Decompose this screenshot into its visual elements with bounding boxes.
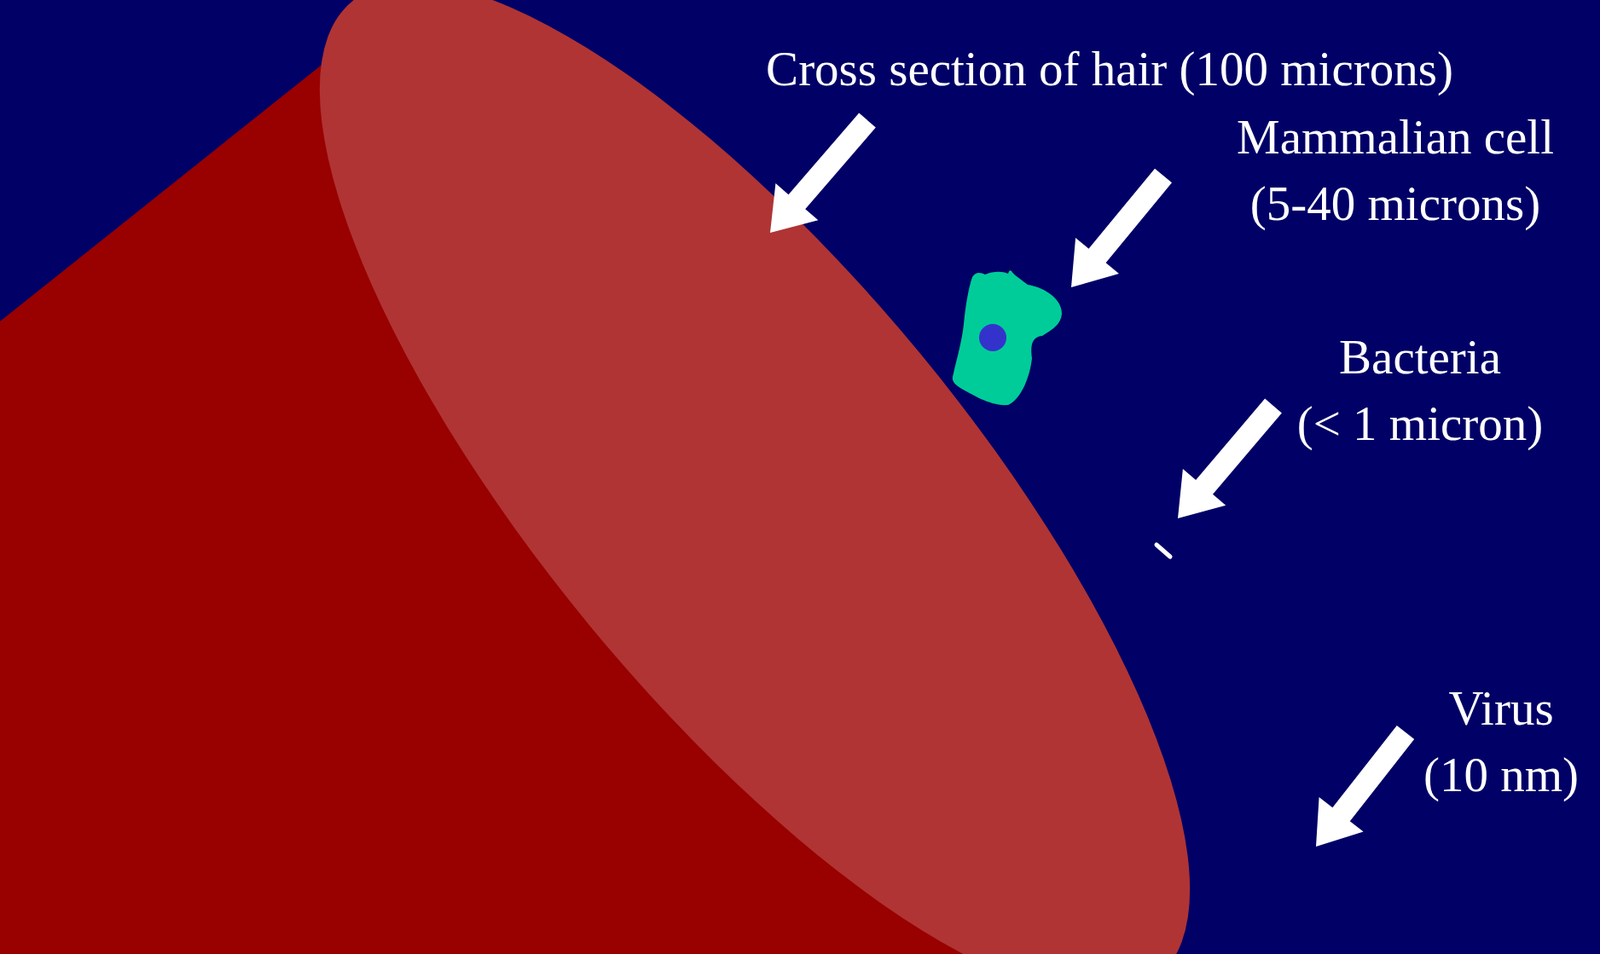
pointer-arrow [1177,399,1282,519]
pointer-arrow [1315,725,1415,847]
bacterium [1156,544,1171,557]
cell-nucleus [979,324,1007,352]
size-label: Cross section of hair (100 microns) [765,35,1454,103]
label-holder: Bacteria(< 1 micron) [1297,324,1544,458]
label-holder: Mammalian cell(5-40 microns) [1236,104,1554,238]
hair-cross-section [186,0,1322,954]
mammalian-cell [952,270,1062,406]
label-holder: Cross section of hair (100 microns) [765,35,1454,103]
pointer-arrow [770,113,876,234]
label-holder: Virus(10 nm) [1423,675,1579,809]
pointer-arrow [1071,168,1172,288]
size-label: Mammalian cell(5-40 microns) [1236,104,1554,238]
size-label: Bacteria(< 1 micron) [1297,324,1544,458]
size-label: Virus(10 nm) [1423,675,1579,809]
